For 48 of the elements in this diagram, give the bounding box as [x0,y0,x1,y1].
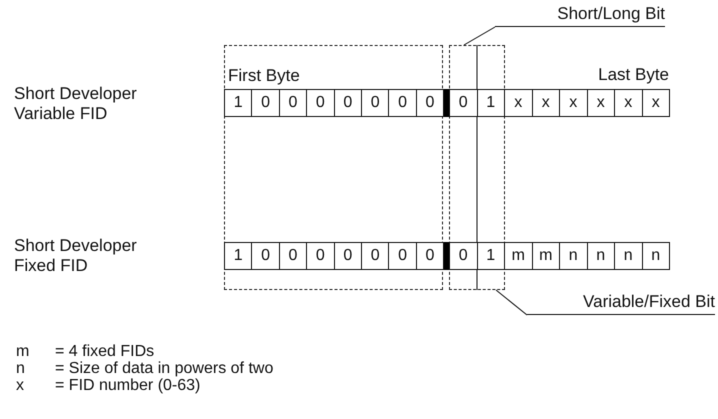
bit-value: 1 [224,89,252,117]
legend-symbol: n [16,360,25,377]
bit-value: x [532,89,560,117]
bit-value: n [559,242,588,270]
bit-value: 0 [251,89,280,117]
bit-value: m [504,242,532,270]
bit-value: x [642,89,670,117]
row-label: Short Developer Variable FID [14,84,138,124]
legend-symbol: x [16,377,24,394]
bit-value: x [586,89,615,117]
callout-text [527,292,715,315]
byte-caption: First Byte [228,66,300,86]
bit-value: 0 [334,242,362,270]
bit-value: 1 [224,242,252,270]
leader-line [496,290,528,316]
bit-value: 0 [306,242,335,270]
row-label: Short Developer Fixed FID [14,236,138,276]
bit-value: x [504,89,532,117]
bit-value: 1 [476,89,505,117]
bit-value: 0 [361,89,390,117]
bit-value: 0 [278,89,308,117]
callout-label: Variable/Fixed Bit [583,292,715,312]
bit-value: 0 [449,89,478,117]
callout-text [495,4,665,27]
byte-caption: Last Byte [598,65,669,85]
bit-value: 0 [388,89,417,117]
bit-value: 0 [251,242,280,270]
bit-value: 0 [449,242,478,270]
bit-value: n [586,242,615,270]
bit-value: m [532,242,560,270]
legend-definition: = FID number (0-63) [55,377,200,394]
bit-value: 0 [416,89,444,117]
legend-definition: = Size of data in powers of two [55,360,274,377]
bit-value: 0 [278,242,308,270]
bit-value: 1 [476,242,505,270]
bit-value: 0 [334,89,362,117]
bit-value: x [614,89,642,117]
bit-value: 0 [361,242,390,270]
bit-value: x [559,89,588,117]
leader-line [464,26,496,46]
bit-value: 0 [388,242,417,270]
bit-value: n [614,242,642,270]
bit-value: 0 [306,89,335,117]
callout-label: Short/Long Bit [557,4,665,24]
legend-symbol: m [16,343,30,360]
bit-value: 0 [416,242,444,270]
bit-value: n [642,242,670,270]
legend-definition: = 4 fixed FIDs [55,343,154,360]
